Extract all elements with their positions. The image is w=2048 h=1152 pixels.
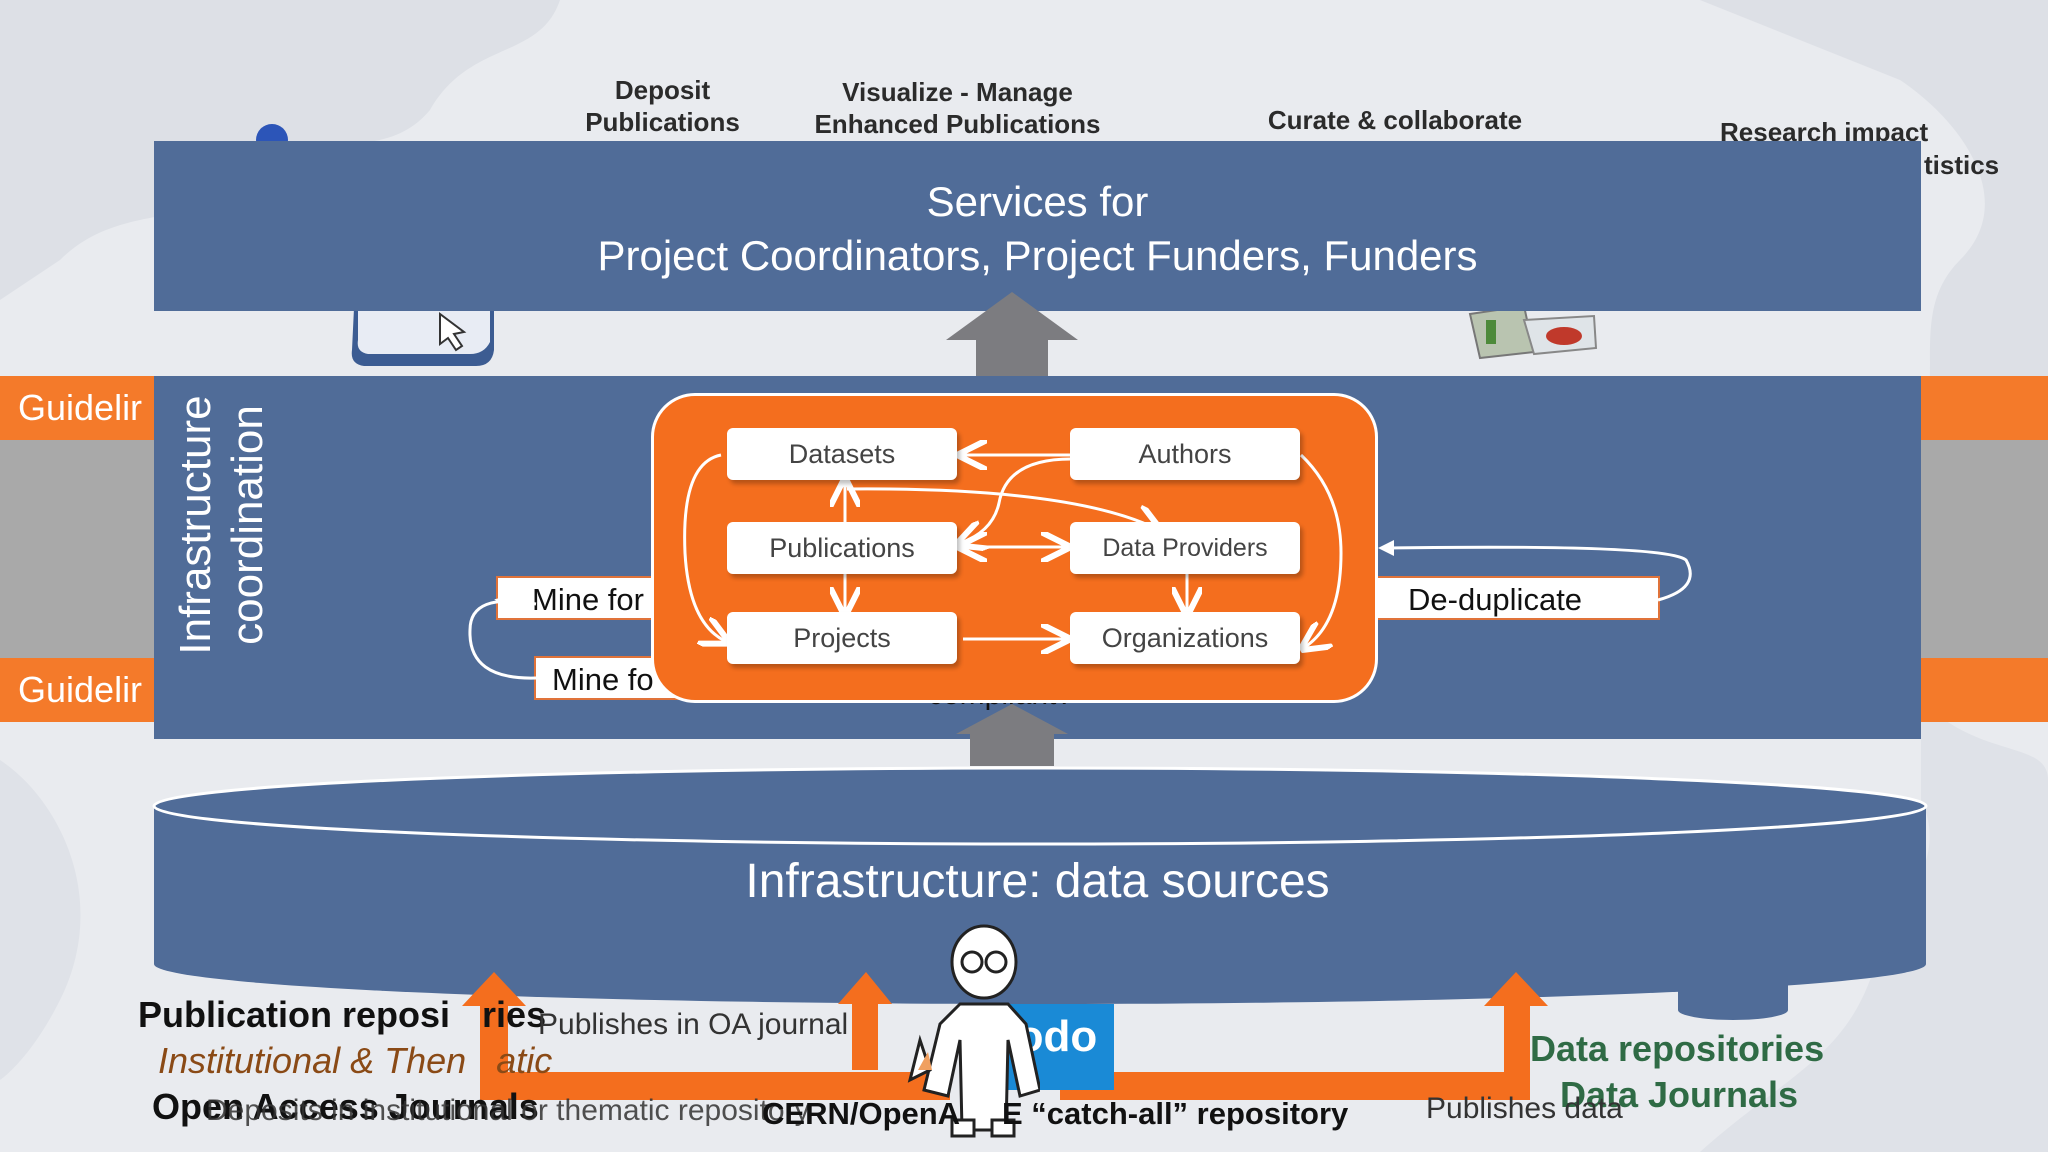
side-loop-arrows: [468, 540, 1692, 680]
services-audience: Project Coordinators, Project Funders, F…: [597, 232, 1478, 279]
up-arrow-to-services: [946, 292, 1078, 376]
data-sources-title: Infrastructure: data sources: [745, 855, 1330, 908]
cern-openaire-label: CERN/OpenA: [762, 1096, 961, 1131]
publishes-data-label: Publishes data: [1426, 1092, 1623, 1125]
data-sources-cylinder: [152, 766, 1928, 1020]
node-publications: Publications: [727, 522, 957, 574]
scientist-figure: [907, 924, 1040, 1138]
open-access-journals-label: Open Access Journals: [152, 1086, 539, 1127]
deduplicate-box: De-duplicate: [1370, 576, 1660, 620]
up-arrow-to-coordination: [956, 704, 1068, 766]
publishes-oa-journal-label: Publishes in OA journal: [538, 1008, 849, 1041]
statistics-label: tistics: [1924, 150, 2000, 180]
data-journals-label: Data Journals: [1560, 1074, 1799, 1115]
charts-icon: [1468, 304, 1598, 360]
services-panel: Services for Project Coordinators, Proje…: [154, 141, 1921, 311]
help-key-icon: [351, 306, 494, 366]
entity-graph-arrows: [683, 393, 1343, 703]
deposits-institutional-label: Deposits in institutional or thematic re…: [206, 1094, 810, 1127]
node-data-providers: Data Providers: [1070, 522, 1300, 574]
node-datasets: Datasets: [727, 428, 957, 480]
node-organizations: Organizations: [1070, 612, 1300, 664]
data-repositories-label: Data repositories: [1530, 1028, 1825, 1069]
catch-all-repository-label: E “catch-all” repository: [1002, 1096, 1349, 1131]
node-projects: Projects: [727, 612, 957, 664]
services-title: Services for: [926, 178, 1149, 225]
node-authors: Authors: [1070, 428, 1300, 480]
curate-collaborate-label: Curate & collaborate: [1267, 105, 1523, 135]
